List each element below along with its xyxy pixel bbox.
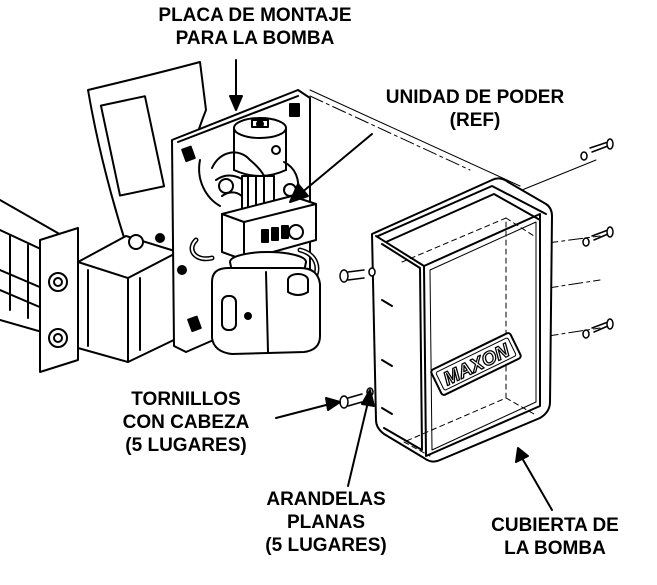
label-cap-screws-line3: (5 LUGARES) [125, 435, 247, 456]
screw-left-upper [339, 267, 376, 283]
label-flat-washers-line2: PLANAS [286, 512, 366, 533]
label-cap-screws-line2: CON CABEZA [122, 412, 250, 433]
leader-lines [229, 59, 553, 511]
screw-top [580, 138, 614, 161]
pump-cover: MAXON [371, 177, 553, 463]
label-power-unit: UNIDAD DE PODER (REF) [340, 86, 610, 132]
label-mounting-plate-line1: PLACA DE MONTAJE [158, 5, 352, 26]
label-pump-cover-line2: LA BOMBA [504, 538, 606, 559]
power-unit [189, 117, 321, 355]
liftgate-frame [0, 61, 207, 373]
screw-middle [582, 226, 614, 247]
label-pump-cover: CUBIERTA DE LA BOMBA [460, 514, 650, 560]
label-cap-screws: TORNILLOS CON CABEZA (5 LUGARES) [96, 388, 276, 457]
label-power-unit-line2: (REF) [449, 110, 501, 131]
label-power-unit-line1: UNIDAD DE PODER [385, 87, 565, 108]
cap-screws [339, 138, 614, 409]
label-flat-washers: ARANDELAS PLANAS (5 LUGARES) [236, 488, 416, 557]
label-flat-washers-line3: (5 LUGARES) [265, 535, 387, 556]
label-mounting-plate: PLACA DE MONTAJE PARA LA BOMBA [130, 4, 380, 50]
label-cap-screws-line1: TORNILLOS [131, 389, 241, 410]
label-flat-washers-line1: ARANDELAS [266, 489, 386, 510]
screw-lower [582, 318, 614, 339]
label-mounting-plate-line2: PARA LA BOMBA [175, 28, 335, 49]
label-pump-cover-line1: CUBIERTA DE [491, 515, 619, 536]
